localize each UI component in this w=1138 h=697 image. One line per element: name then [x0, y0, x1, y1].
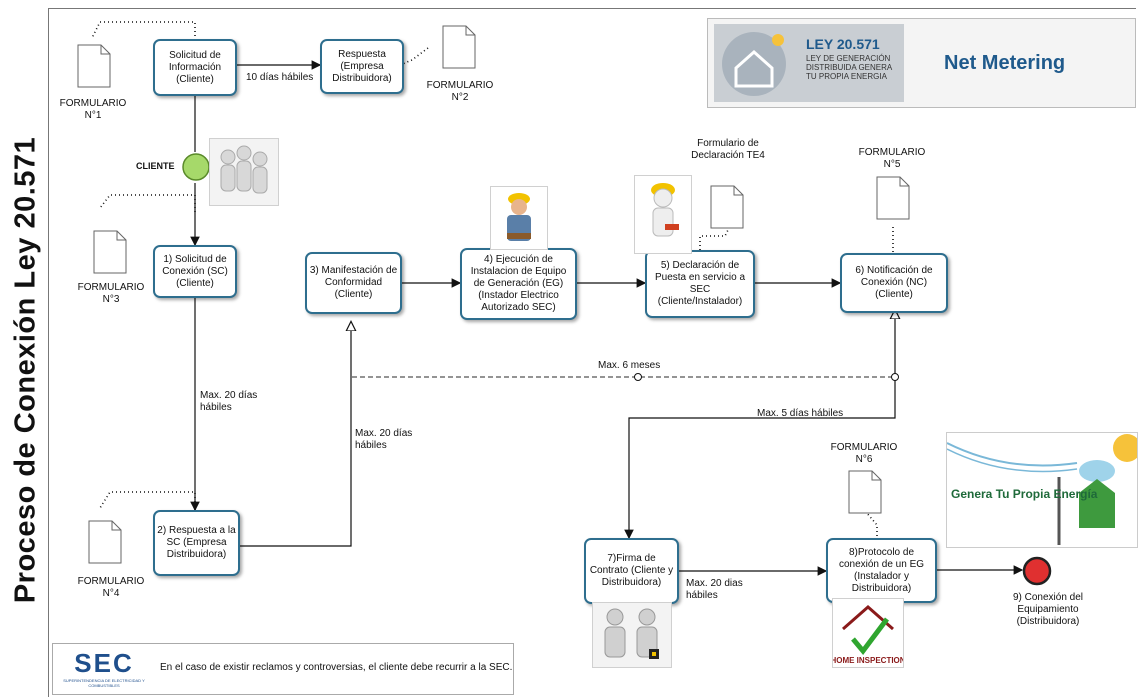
end-event	[1022, 556, 1052, 586]
max20c-label: Max. 20 dias hábiles	[686, 578, 743, 601]
step-6-box[interactable]: 6) Notificación de Conexión (NC) (Client…	[840, 253, 948, 313]
formulario-3-icon	[93, 230, 127, 274]
start-event	[182, 153, 210, 181]
dias10-label: 10 días hábiles	[246, 72, 314, 83]
net-metering-heading: Net Metering	[944, 52, 1066, 74]
formulario-4-icon	[88, 520, 122, 564]
installer-image	[490, 186, 548, 250]
solicitud-informacion-box[interactable]: Solicitud de Información (Cliente)	[153, 39, 237, 96]
cliente-people-image	[209, 138, 279, 206]
formulario-4-label: FORMULARIO N°4	[77, 576, 145, 599]
max5-label: Max. 5 días hábiles	[757, 408, 844, 419]
footer-text: En el caso de existir reclamos y controv…	[160, 662, 513, 673]
formulario-2-icon	[442, 25, 476, 69]
worker-image	[634, 175, 692, 254]
law-title: LEY 20.571	[806, 36, 880, 52]
formulario-te4-label: Formulario de Declaración TE4	[691, 138, 765, 161]
respuesta-box[interactable]: Respuesta (Empresa Distribuidora)	[320, 39, 404, 94]
cliente-label: CLIENTE	[136, 161, 175, 171]
max20a-label: Max. 20 días hábiles	[200, 390, 258, 413]
formulario-2-label: FORMULARIO N°2	[426, 80, 494, 103]
banner-image: LEY 20.571 LEY DE GENERACIÓN DISTRIBUIDA…	[714, 24, 904, 102]
end-label: 9) Conexión del Equipamiento (Distribuid…	[1012, 592, 1084, 627]
step-4-box[interactable]: 4) Ejecución de Instalacion de Equipo de…	[460, 248, 577, 320]
formulario-6-label: FORMULARIO N°6	[830, 442, 898, 465]
step-3-box[interactable]: 3) Manifestación de Conformidad (Cliente…	[305, 252, 402, 314]
law-subtitle: LEY DE GENERACIÓN DISTRIBUIDA GENERA TU …	[806, 54, 892, 81]
formulario-5-label: FORMULARIO N°5	[858, 147, 926, 170]
sec-logo: SEC SUPERINTENDENCIA DE ELECTRICIDAD Y C…	[63, 648, 145, 688]
ley-banner: LEY 20.571 LEY DE GENERACIÓN DISTRIBUIDA…	[707, 18, 1136, 108]
max6m-label: Max. 6 meses	[598, 360, 661, 371]
step-7-box[interactable]: 7)Firma de Contrato (Cliente y Distribui…	[584, 538, 679, 604]
home-inspection-image: HOME INSPECTION	[830, 598, 906, 668]
step-5-box[interactable]: 5) Declaración de Puesta en servicio a S…	[645, 250, 755, 318]
genera-energia-image: Genera Tu Propia Energía	[946, 432, 1138, 548]
step-2-box[interactable]: 2) Respuesta a la SC (Empresa Distribuid…	[153, 510, 240, 576]
handshake-image	[592, 602, 672, 668]
formulario-5-icon	[876, 176, 910, 220]
formulario-3-label: FORMULARIO N°3	[77, 282, 145, 305]
step-1-box[interactable]: 1) Solicitud de Conexión (SC) (Cliente)	[153, 245, 237, 298]
formulario-6-icon	[848, 470, 882, 514]
footer-note: SEC SUPERINTENDENCIA DE ELECTRICIDAD Y C…	[52, 643, 514, 695]
formulario-1-label: FORMULARIO N°1	[59, 98, 127, 121]
formulario-1-icon	[77, 44, 111, 88]
step-8-box[interactable]: 8)Protocolo de conexión de un EG (Instal…	[826, 538, 937, 603]
max20b-label: Max. 20 días hábiles	[355, 428, 413, 451]
formulario-te4-icon	[710, 185, 744, 229]
svg-text:HOME INSPECTION: HOME INSPECTION	[833, 656, 903, 665]
diagram-frame	[48, 8, 1136, 697]
